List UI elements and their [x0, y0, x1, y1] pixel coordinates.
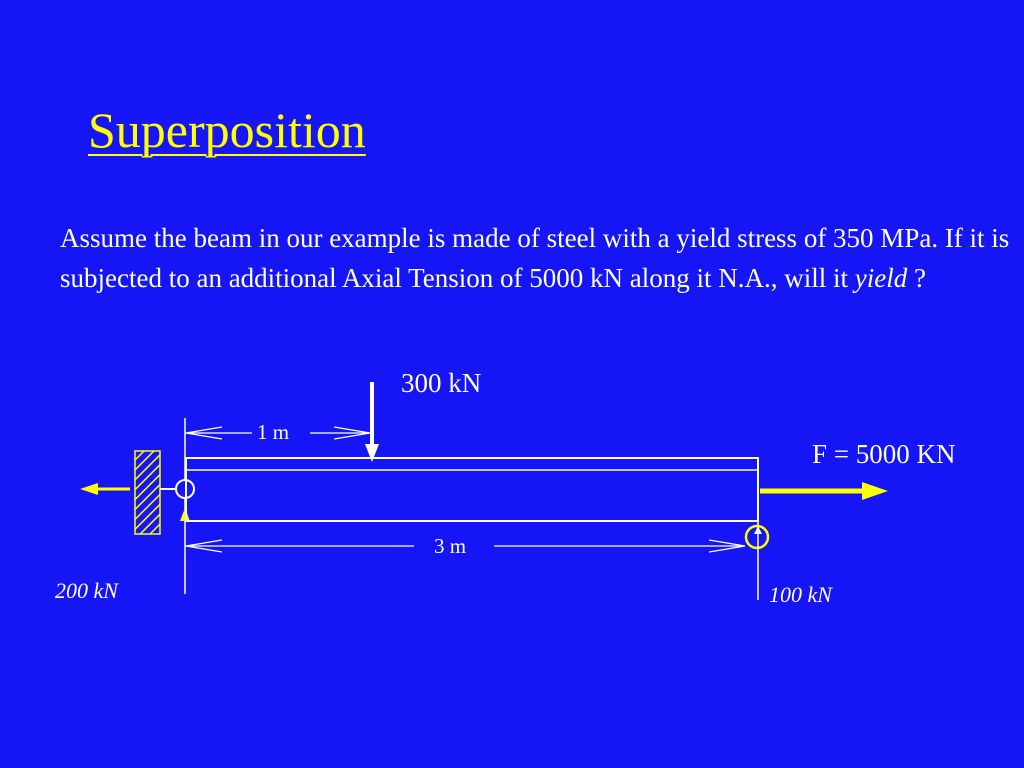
problem-emphasis: yield — [854, 263, 908, 293]
left-axial-reaction-arrow — [80, 483, 175, 495]
right-roller-support — [744, 521, 770, 600]
dimension-long-label: 3 m — [434, 534, 467, 558]
dimension-short-label: 1 m — [257, 420, 290, 444]
point-load-label: 300 kN — [401, 368, 482, 398]
wall-support — [134, 450, 161, 535]
dimension-1m — [185, 426, 371, 440]
problem-statement: Assume the beam in our example is made o… — [60, 218, 1010, 298]
right-reaction-label: 100 kN — [769, 582, 832, 607]
left-reaction-label: 200 kN — [55, 578, 118, 603]
axial-force-arrow — [760, 482, 888, 500]
problem-text: Assume the beam in our example is made o… — [60, 223, 1010, 293]
problem-suffix: ? — [907, 263, 926, 293]
beam — [185, 457, 759, 522]
point-load-arrow — [365, 382, 379, 462]
dimension-3m — [185, 539, 746, 553]
slide-title: Superposition — [88, 102, 366, 158]
axial-force-label: F = 5000 KN — [812, 439, 956, 469]
